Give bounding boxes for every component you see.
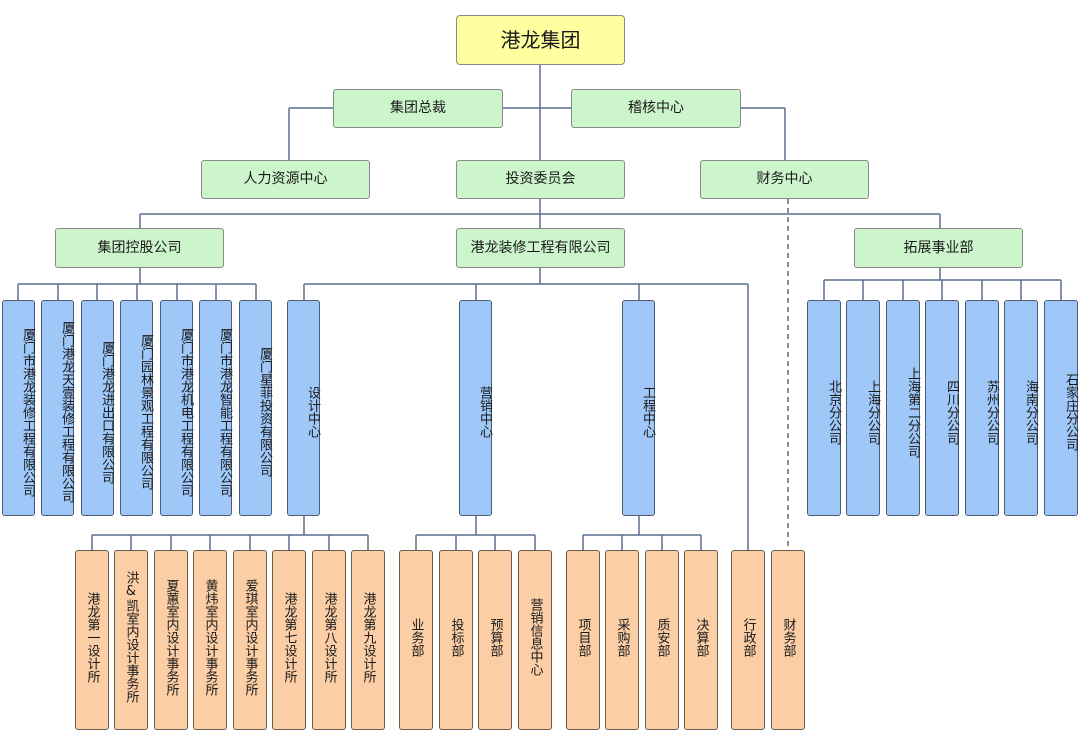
- holding-sub-node[interactable]: 厦门市港龙机电工程有限公司: [160, 300, 193, 516]
- admin-dept-node[interactable]: 行政部: [731, 550, 765, 730]
- decoration-company-node[interactable]: 港龙装修工程有限公司: [456, 228, 625, 268]
- design-center-node[interactable]: 设计中心: [287, 300, 320, 516]
- investment-committee-node[interactable]: 投资委员会: [456, 160, 625, 199]
- engineering-dept-node[interactable]: 采购部: [605, 550, 639, 730]
- branch-office-node[interactable]: 四川分公司: [925, 300, 959, 516]
- design-studio-node[interactable]: 港龙第七设计所: [272, 550, 306, 730]
- holding-sub-node[interactable]: 厦门市港龙装修工程有限公司: [2, 300, 35, 516]
- engineering-dept-node[interactable]: 决算部: [684, 550, 718, 730]
- expansion-division-node[interactable]: 拓展事业部: [854, 228, 1023, 268]
- branch-office-node[interactable]: 苏州分公司: [965, 300, 999, 516]
- design-studio-node[interactable]: 洪&凯室内设计事务所: [114, 550, 148, 730]
- branch-office-node[interactable]: 石家庄分公司: [1044, 300, 1078, 516]
- engineering-center-node[interactable]: 工程中心: [622, 300, 655, 516]
- holding-sub-node[interactable]: 厦门市港龙智能工程有限公司: [199, 300, 232, 516]
- branch-office-node[interactable]: 北京分公司: [807, 300, 841, 516]
- finance-dept-node[interactable]: 财务部: [771, 550, 805, 730]
- marketing-dept-node[interactable]: 预算部: [478, 550, 512, 730]
- finance-center-node[interactable]: 财务中心: [700, 160, 869, 199]
- branch-office-node[interactable]: 上海第二分公司: [886, 300, 920, 516]
- marketing-dept-node[interactable]: 业务部: [399, 550, 433, 730]
- holding-company-node[interactable]: 集团控股公司: [55, 228, 224, 268]
- design-studio-node[interactable]: 港龙第九设计所: [351, 550, 385, 730]
- design-studio-node[interactable]: 港龙第八设计所: [312, 550, 346, 730]
- group-node[interactable]: 港龙集团: [456, 15, 625, 65]
- design-studio-node[interactable]: 黄炜室内设计事务所: [193, 550, 227, 730]
- design-studio-node[interactable]: 爱琪室内设计事务所: [233, 550, 267, 730]
- marketing-dept-node[interactable]: 营销信息中心: [518, 550, 552, 730]
- design-studio-node[interactable]: 夏蕙室内设计事务所: [154, 550, 188, 730]
- branch-office-node[interactable]: 上海分公司: [846, 300, 880, 516]
- engineering-dept-node[interactable]: 质安部: [645, 550, 679, 730]
- holding-sub-node[interactable]: 厦门港龙进出口有限公司: [81, 300, 114, 516]
- marketing-dept-node[interactable]: 投标部: [439, 550, 473, 730]
- audit-center-node[interactable]: 稽核中心: [571, 89, 741, 128]
- design-studio-node[interactable]: 港龙第一设计所: [75, 550, 109, 730]
- marketing-center-node[interactable]: 营销中心: [459, 300, 492, 516]
- engineering-dept-node[interactable]: 项目部: [566, 550, 600, 730]
- holding-sub-node[interactable]: 厦门星菲投资有限公司: [239, 300, 272, 516]
- holding-sub-node[interactable]: 厦门港龙天壹装修工程有限公司: [41, 300, 74, 516]
- branch-office-node[interactable]: 海南分公司: [1004, 300, 1038, 516]
- hr-center-node[interactable]: 人力资源中心: [201, 160, 370, 199]
- president-node[interactable]: 集团总裁: [333, 89, 503, 128]
- holding-sub-node[interactable]: 厦门园林景观工程有限公司: [120, 300, 153, 516]
